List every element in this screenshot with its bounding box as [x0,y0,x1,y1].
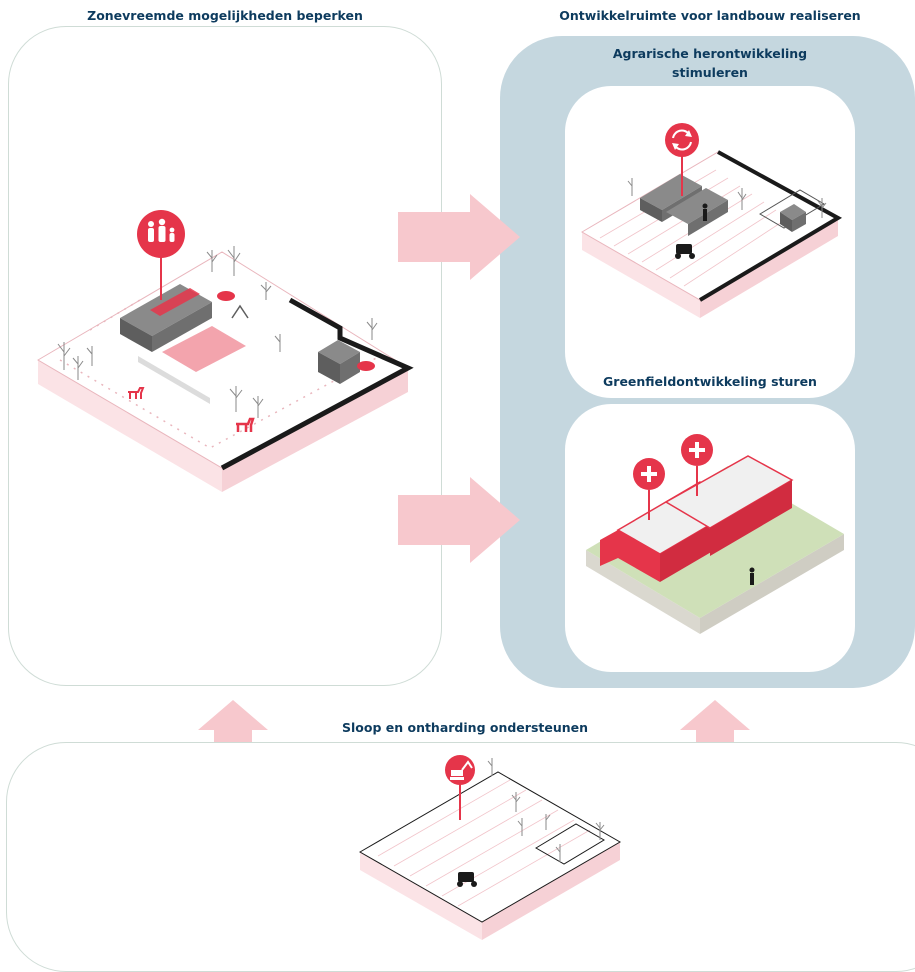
arrow-up-left [198,700,268,742]
arrow-right-bottom [398,477,520,563]
arrow-up-right [680,700,750,742]
redevelopment-illustration [581,123,843,318]
heading-sloop: Sloop en ontharding ondersteunen [341,720,589,735]
heading-agrarische-line1: Agrarische herontwikkeling [612,46,808,61]
demolition-illustration [358,755,622,940]
arrow-right-top [398,194,520,280]
farmyard-illustration [37,210,414,492]
heading-greenfield: Greenfieldontwikkeling sturen [603,374,817,389]
heading-zonevreemde: Zonevreemde mogelijkheden beperken [87,8,363,23]
illustrations [37,123,844,940]
recycle-icon [665,123,699,157]
heading-ontwikkelruimte: Ontwikkelruimte voor landbouw realiseren [559,8,861,23]
greenfield-illustration [586,434,844,634]
heading-agrarische-line2: stimuleren [672,65,748,80]
